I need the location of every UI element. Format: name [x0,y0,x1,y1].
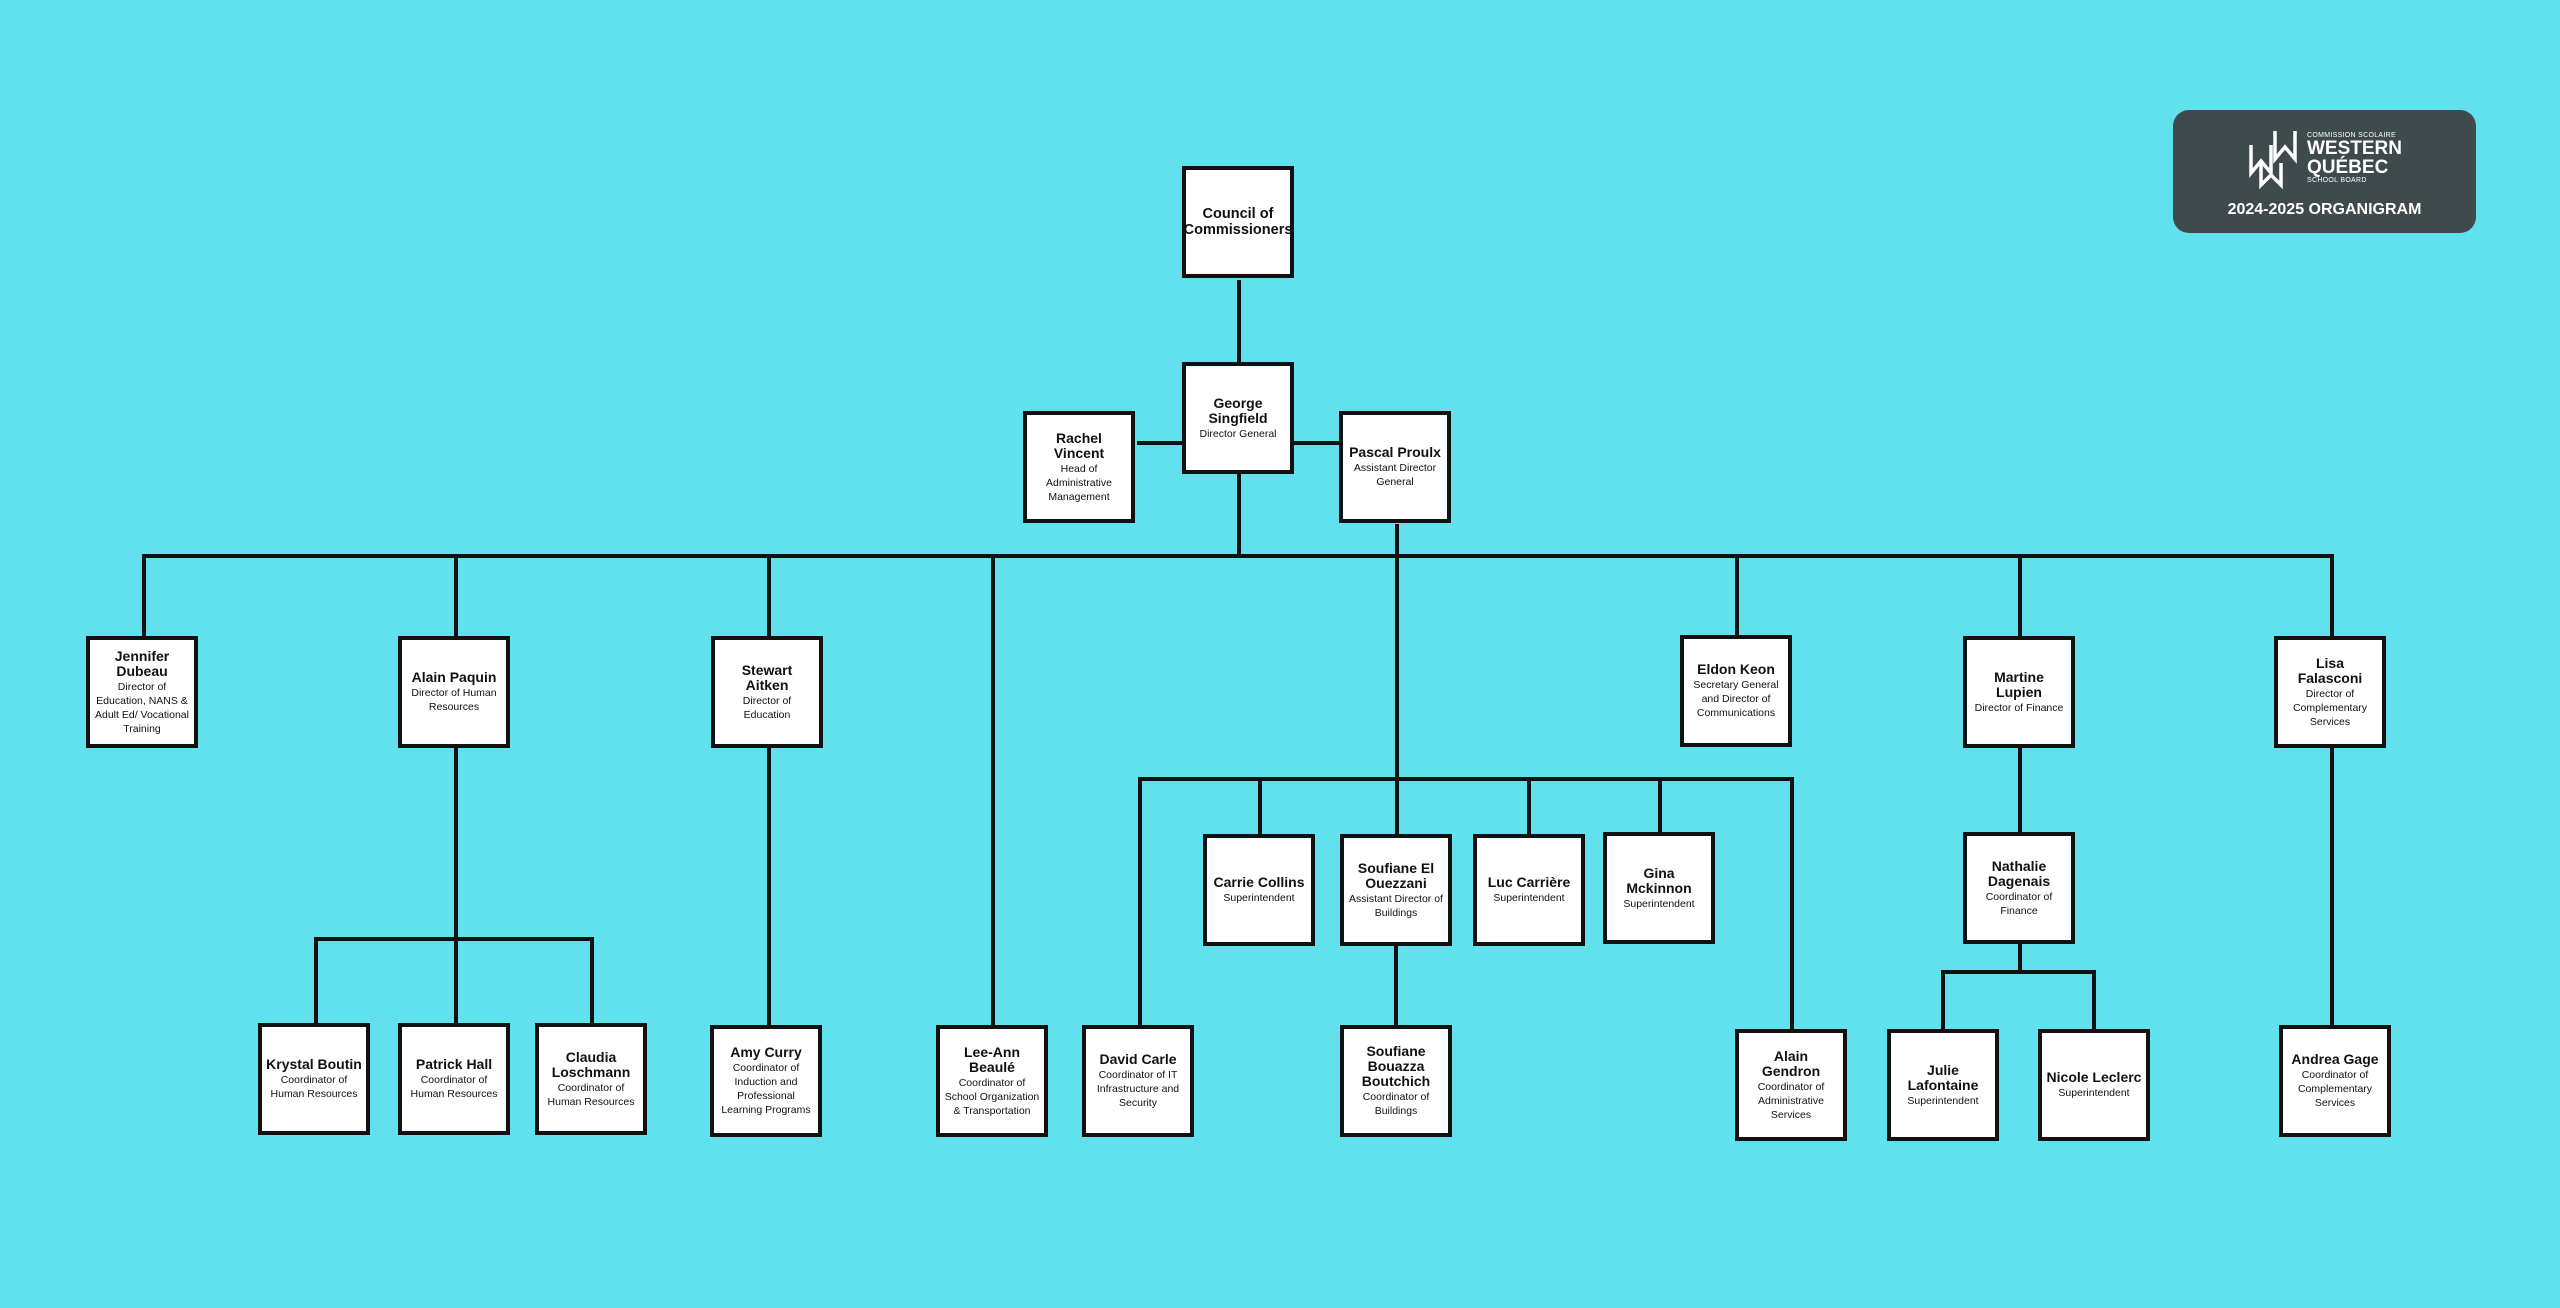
organigram-title: 2024-2025 ORGANIGRAM [2227,200,2422,218]
node-role: Secretary General and Director of Commun… [1693,679,1779,719]
node-carle: David Carle Coordinator of IT Infrastruc… [1082,1025,1194,1137]
node-boutin: Krystal Boutin Coordinator of Human Reso… [258,1023,370,1135]
node-role: Superintendent [2058,1087,2130,1099]
node-dagenais: Nathalie Dagenais Coordinator of Finance [1963,832,2075,944]
node-role: Head of Administrative Management [1046,462,1112,503]
organigram-badge: COMMISSION SCOLAIRE WESTERN QUÉBEC SCHOO… [2173,110,2476,233]
node-bouboutchich: Soufiane Bouazza Boutchich Coordinator o… [1340,1025,1452,1137]
node-keon: Eldon Keon Secretary General and Directo… [1680,635,1792,747]
logo-line1: WESTERN [2307,137,2402,159]
node-role: Coordinator of Complementary Services [2297,1069,2373,1109]
node-name: Julie Lafontaine [1907,1061,1979,1093]
node-role: Coordinator of Finance [1985,890,2053,917]
node-collins: Carrie Collins Superintendent [1203,834,1315,946]
node-name: Soufiane El Ouezzani [1357,859,1435,891]
node-name: Soufiane Bouazza Boutchich [1361,1043,1431,1089]
node-mckinnon: Gina Mckinnon Superintendent [1603,832,1715,944]
node-lupien: Martine Lupien Director of Finance [1963,636,2075,748]
node-beaule: Lee-Ann Beaulé Coordinator of School Org… [936,1025,1048,1137]
node-role: Coordinator of IT Infrastructure and Sec… [1096,1069,1180,1109]
node-name: Andrea Gage [2291,1051,2379,1067]
node-role: Superintendent [1623,897,1695,910]
node-role: Director of Complementary Services [2292,687,2368,728]
node-name: Claudia Loschmann [551,1048,631,1080]
node-role: Assistant Director of Buildings [1349,892,1443,919]
node-gendron: Alain Gendron Coordinator of Administrat… [1735,1029,1847,1141]
node-name: Carrie Collins [1213,874,1305,890]
logo-small-bottom: SCHOOL BOARD [2307,176,2367,184]
node-name: Gina Mckinnon [1626,864,1692,896]
node-name: Krystal Boutin [266,1056,362,1072]
node-role: Director of Education [742,694,792,721]
node-name: Patrick Hall [415,1056,493,1072]
node-name: Amy Curry [730,1044,802,1060]
node-role: Director of Education, NANS & Adult Ed/ … [95,680,189,735]
node-role: Coordinator of Human Resources [410,1074,498,1100]
node-name: Pascal Proulx [1349,444,1441,460]
node-curry: Amy Curry Coordinator of Induction and P… [710,1025,822,1137]
node-dubeau: Jennifer Dubeau Director of Education, N… [86,636,198,748]
node-role: Coordinator of Induction and Professiona… [721,1062,811,1116]
node-role: Superintendent [1223,892,1295,904]
node-name: Nicole Leclerc [2046,1069,2142,1085]
node-hall: Patrick Hall Coordinator of Human Resour… [398,1023,510,1135]
node-name: Council of Commissioners [1183,206,1293,238]
node-name: Lee-Ann Beaulé [964,1043,1020,1075]
node-role: Assistant Director General [1353,462,1437,488]
node-role: Coordinator of Administrative Services [1757,1080,1825,1121]
node-elouezzani: Soufiane El Ouezzani Assistant Director … [1340,834,1452,946]
node-name: David Carle [1099,1051,1177,1067]
node-name: Lisa Falasconi [2297,654,2363,686]
node-role: Coordinator of School Organization & Tra… [944,1076,1040,1117]
node-name: Martine Lupien [1994,668,2044,700]
node-role: Coordinator of Human Resources [270,1074,358,1100]
node-lafontaine: Julie Lafontaine Superintendent [1887,1029,1999,1141]
logo-small-top: COMMISSION SCOLAIRE [2307,131,2396,139]
node-paquin: Alain Paquin Director of Human Resources [398,636,510,748]
node-name: Nathalie Dagenais [1987,857,2051,889]
node-role: Coordinator of Human Resources [547,1081,635,1108]
node-name: Luc Carrière [1487,874,1571,890]
node-role: Superintendent [1493,892,1565,904]
school-board-logo: COMMISSION SCOLAIRE WESTERN QUÉBEC SCHOO… [2247,125,2402,191]
node-name: Alain Paquin [411,669,497,685]
node-name: George Singfield [1208,394,1268,426]
node-role: Superintendent [1907,1094,1979,1107]
node-falasconi: Lisa Falasconi Director of Complementary… [2274,636,2386,748]
node-role: Director of Human Resources [411,687,497,713]
node-proulx: Pascal Proulx Assistant Director General [1339,411,1451,523]
node-vincent: Rachel Vincent Head of Administrative Ma… [1023,411,1135,523]
node-name: Alain Gendron [1761,1047,1821,1079]
node-name: Stewart Aitken [741,661,793,693]
node-aitken: Stewart Aitken Director of Education [711,636,823,748]
node-role: Director General [1199,427,1277,440]
node-gage: Andrea Gage Coordinator of Complementary… [2279,1025,2391,1137]
node-carriere: Luc Carrière Superintendent [1473,834,1585,946]
node-name: Rachel Vincent [1053,429,1105,461]
wqsb-logo-icon [2249,130,2297,189]
node-council: Council of Commissioners [1182,166,1294,278]
node-loschmann: Claudia Loschmann Coordinator of Human R… [535,1023,647,1135]
node-name: Jennifer Dubeau [114,647,170,679]
node-name: Eldon Keon [1697,661,1775,677]
node-singfield: George Singfield Director General [1182,362,1294,474]
node-leclerc: Nicole Leclerc Superintendent [2038,1029,2150,1141]
node-role: Director of Finance [1974,701,2064,714]
node-role: Coordinator of Buildings [1362,1091,1430,1117]
logo-line2: QUÉBEC [2307,156,2389,178]
